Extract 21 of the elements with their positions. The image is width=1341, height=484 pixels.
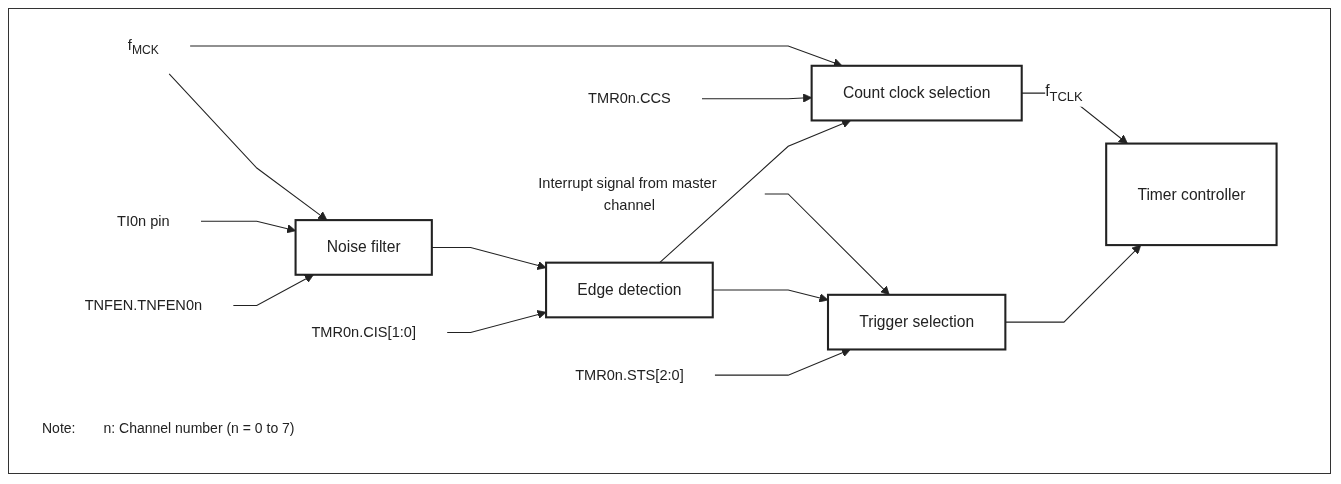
node-box: Timer controller [1105,142,1278,247]
node-box: Trigger selection [826,293,1007,351]
arrow [446,310,547,334]
node-text: Interrupt signal from master channel [538,174,717,213]
arrow [168,73,328,221]
node-text: TMR0n.STS[2:0] [575,366,684,383]
arrow [712,289,829,303]
node-box: Count clock selection [810,64,1023,122]
arrow [431,246,547,270]
node-text: TNFEN.TNFEN0n [84,296,203,314]
node-text: TI0n pin [117,212,170,230]
edge-label: f$_{TCLK}$ [1045,81,1083,104]
node-box: Noise filter [294,219,433,276]
node-text: TMR0n.CIS[1:0] [311,323,416,341]
note-text: Note: [42,420,76,436]
node-text: TMR0n.CCS [588,89,671,107]
note-text: n: Channel number (n = 0 to 7) [103,420,295,436]
node-text: f$_{MCK}$ [127,36,159,56]
arrow [200,220,296,234]
arrow [232,274,314,307]
node-box: Edge detection [545,261,714,319]
